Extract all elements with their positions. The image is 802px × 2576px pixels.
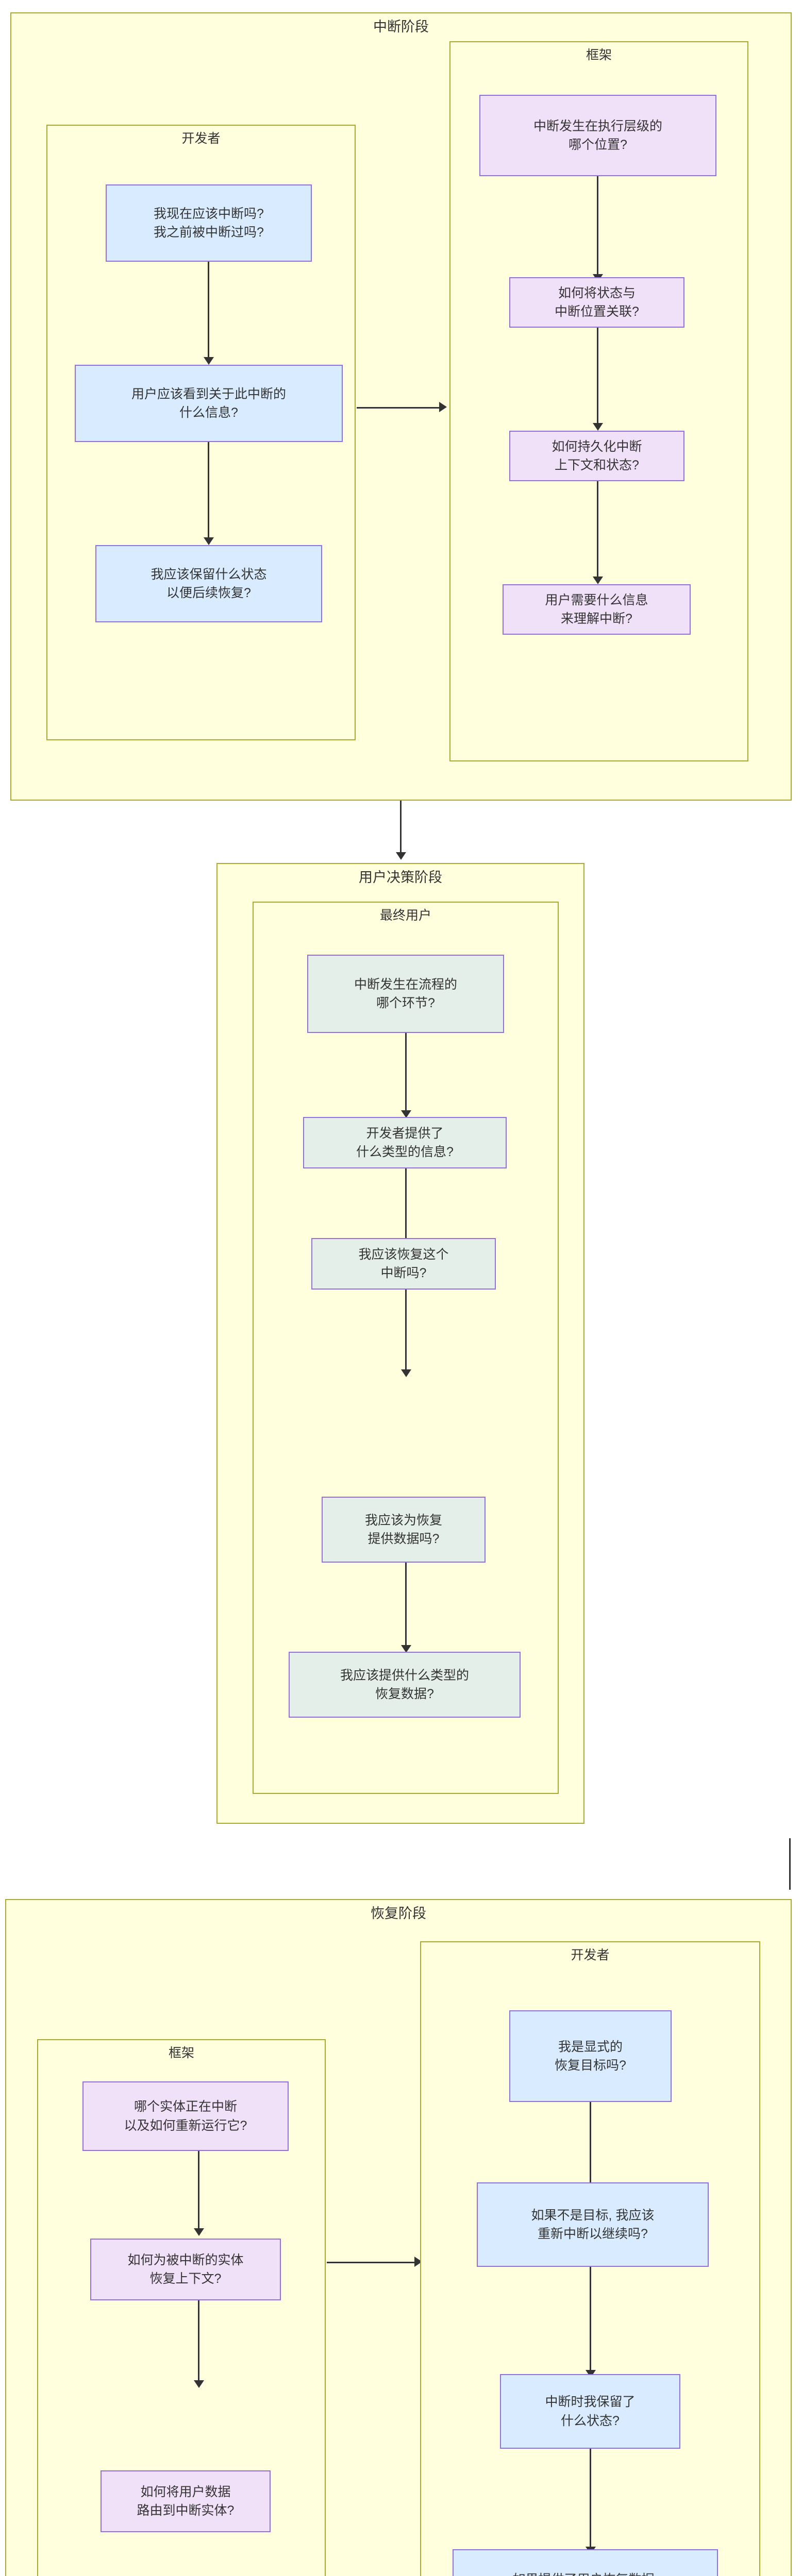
node-d2[interactable]: 用户应该看到关于此中断的 什么信息? xyxy=(75,365,343,442)
edge-phase1-phase2-arrow xyxy=(396,852,406,860)
edge-u3-u4-arrow xyxy=(401,1369,411,1377)
edge-u1-u2-line xyxy=(405,1033,407,1110)
edge-dev-to-framework-line xyxy=(357,407,439,409)
node-d1[interactable]: 我现在应该中断吗? 我之前被中断过吗? xyxy=(106,184,312,262)
lane-enduser-title: 最终用户 xyxy=(379,908,431,923)
phase-recovery-title: 恢复阶段 xyxy=(371,1906,426,1921)
edge-f3-f4-arrow xyxy=(593,577,603,584)
node-rd4[interactable]: 如果提供了用户恢复数据, 该如何处理? xyxy=(453,2549,718,2576)
lane-framework-interrupt-title: 框架 xyxy=(586,48,612,62)
node-f2[interactable]: 如何将状态与 中断位置关联? xyxy=(509,277,684,328)
edge-rd2-rd3-line xyxy=(590,2267,591,2370)
lane-framework-recovery-title: 框架 xyxy=(168,2046,194,2060)
edge-d1-d2-arrow xyxy=(204,357,214,365)
edge-d2-d3-arrow xyxy=(204,537,214,545)
node-d3[interactable]: 我应该保留什么状态 以便后续恢复? xyxy=(95,545,322,622)
edge-f3-f4-line xyxy=(597,481,598,577)
edge-u3-u4-line xyxy=(405,1290,407,1369)
node-u2[interactable]: 开发者提供了 什么类型的信息? xyxy=(303,1117,507,1168)
node-f3[interactable]: 如何持久化中断 上下文和状态? xyxy=(509,431,684,481)
phase-interrupt-title: 中断阶段 xyxy=(373,19,429,35)
edge-rd1-rd2-line xyxy=(590,2102,591,2197)
node-u1[interactable]: 中断发生在流程的 哪个环节? xyxy=(307,955,504,1033)
edge-rf2-rf3-arrow xyxy=(194,2380,204,2388)
node-rd3[interactable]: 中断时我保留了 什么状态? xyxy=(500,2374,680,2449)
edge-rd3-rd4-line xyxy=(590,2449,591,2547)
edge-u4-u5-arrow xyxy=(401,1645,411,1653)
edge-u2-u3-line xyxy=(405,1168,407,1251)
edge-f2-f3-arrow xyxy=(593,423,603,431)
lane-developer-interrupt-title: 开发者 xyxy=(181,131,221,146)
edge-phase2-phase3-line xyxy=(789,1838,791,1890)
node-rf2[interactable]: 如何为被中断的实体 恢复上下文? xyxy=(90,2239,281,2300)
edge-f2-f3-line xyxy=(597,328,598,423)
phase-user-decision-title: 用户决策阶段 xyxy=(359,870,442,885)
node-f1[interactable]: 中断发生在执行层级的 哪个位置? xyxy=(479,95,716,176)
node-u5[interactable]: 我应该提供什么类型的 恢复数据? xyxy=(289,1652,521,1718)
node-f4[interactable]: 用户需要什么信息 来理解中断? xyxy=(503,584,691,635)
node-rf1[interactable]: 哪个实体正在中断 以及如何重新运行它? xyxy=(82,2081,289,2151)
node-rd2[interactable]: 如果不是目标, 我应该 重新中断以继续吗? xyxy=(477,2182,709,2267)
edge-phase1-phase2-line xyxy=(400,801,402,852)
edge-framework-to-dev-line xyxy=(327,2262,414,2263)
edge-d2-d3-line xyxy=(208,442,209,537)
node-u4[interactable]: 我应该为恢复 提供数据吗? xyxy=(322,1497,486,1563)
node-u3[interactable]: 我应该恢复这个 中断吗? xyxy=(311,1238,496,1290)
node-rf3[interactable]: 如何将用户数据 路由到中断实体? xyxy=(101,2470,271,2532)
edge-dev-to-framework-arrow xyxy=(439,402,447,412)
node-rd1[interactable]: 我是显式的 恢复目标吗? xyxy=(509,2010,672,2102)
edge-u1-u2-arrow xyxy=(401,1110,411,1118)
edge-d1-d2-line xyxy=(208,262,209,357)
edge-rf1-rf2-line xyxy=(198,2151,199,2228)
edge-rf1-rf2-arrow xyxy=(194,2228,204,2236)
edge-f1-f2-line xyxy=(597,176,598,274)
edge-rf2-rf3-line xyxy=(198,2300,199,2380)
lane-developer-recovery-title: 开发者 xyxy=(571,1948,610,1962)
edge-u4-u5-line xyxy=(405,1563,407,1645)
